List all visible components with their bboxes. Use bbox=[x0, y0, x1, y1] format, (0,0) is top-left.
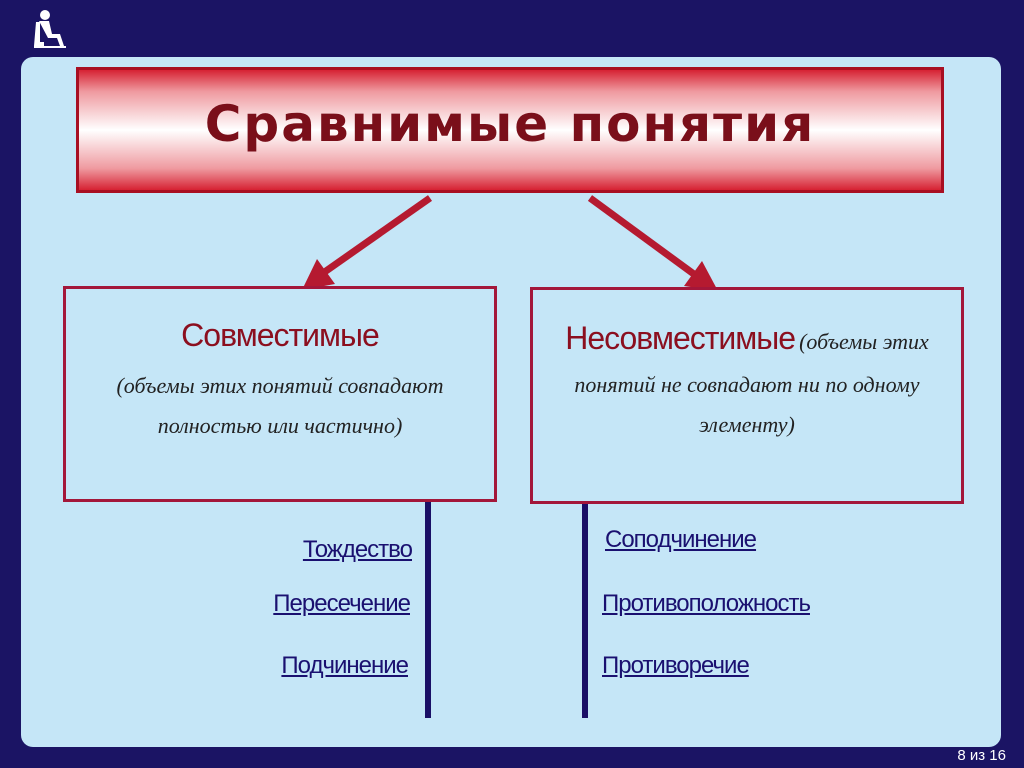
right-connector-line bbox=[582, 504, 588, 718]
arrow-left bbox=[313, 195, 433, 281]
incompatible-description-3: элементу) bbox=[699, 412, 795, 437]
link-contradiction[interactable]: Противоречие bbox=[602, 652, 750, 679]
link-opposition[interactable]: Противоположность bbox=[602, 590, 811, 617]
slide-title: Сравнимые понятия bbox=[204, 95, 816, 153]
arrow-right-head bbox=[684, 261, 718, 291]
link-intersection[interactable]: Пересечение bbox=[273, 590, 411, 617]
compatible-description: (объемы этих понятий совпадают полностью… bbox=[116, 373, 444, 438]
link-identity[interactable]: Тождество bbox=[302, 536, 413, 563]
arrow-right bbox=[587, 195, 705, 283]
incompatible-description-2: понятий не совпадают ни по одному bbox=[574, 372, 920, 397]
incompatible-box: Несовместимые (объемы этих понятий не со… bbox=[530, 287, 964, 504]
title-box: Сравнимые понятия bbox=[76, 67, 944, 193]
left-connector-line bbox=[425, 502, 431, 718]
link-subordination[interactable]: Подчинение bbox=[281, 652, 409, 679]
reader-logo-icon bbox=[34, 10, 66, 48]
arrow-left-head bbox=[302, 259, 335, 290]
incompatible-heading: Несовместимые bbox=[565, 320, 796, 356]
slide-counter: 8 из 16 bbox=[957, 747, 1006, 764]
incompatible-description-1: (объемы этих bbox=[799, 329, 929, 354]
link-co-subordination[interactable]: Соподчинение bbox=[605, 526, 757, 553]
compatible-heading: Совместимые bbox=[181, 317, 380, 353]
compatible-box: Совместимые (объемы этих понятий совпада… bbox=[63, 286, 497, 502]
